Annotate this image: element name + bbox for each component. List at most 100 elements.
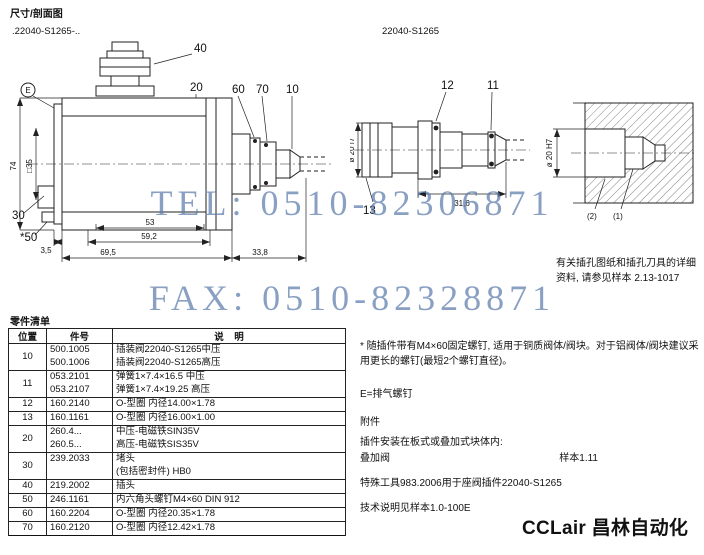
cartridge-body-outline (361, 120, 526, 180)
part-position: 12 (8, 397, 47, 412)
part-position: 40 (8, 479, 47, 494)
face-lines (573, 102, 585, 204)
part-description: O-型圈 内径12.42×1.78 (112, 521, 346, 536)
cartridge-drawing: 12 11 13 ø 20 f7 31,6 (350, 80, 530, 217)
dimension-lines (553, 128, 585, 178)
callout-20: 20 (190, 82, 203, 94)
cavity-drawing: ø 20 H7 (2) (1) (545, 102, 695, 221)
parts-row: 260.5...高压-电磁铁SIS35V (9, 439, 346, 453)
left-drawing-code: .22040-S1265-.. (12, 26, 81, 37)
o-ring-sections (433, 125, 494, 175)
part-description: 插头 (112, 479, 346, 494)
part-number: 246.1161 (46, 493, 113, 508)
callout-40: 40 (194, 43, 207, 55)
callout-12: 12 (441, 80, 454, 92)
cavity-reference-note: 有关插孔图纸和插孔刀具的详细资料, 请参见样本 2.13-1017 (556, 258, 696, 284)
ref-2: (2) (587, 212, 597, 221)
part-description: 高压-电磁铁SIS35V (112, 439, 346, 453)
col-position: 位置 (8, 328, 47, 344)
leader-lines (365, 91, 493, 203)
dimension-lines (355, 122, 507, 198)
callout-60: 60 (232, 84, 245, 96)
dim-3-5: 3,5 (40, 246, 52, 255)
part-description: O-型圈 内径20.35×1.78 (112, 507, 346, 522)
callout-11: 11 (487, 80, 499, 92)
col-part-number: 件号 (46, 328, 113, 344)
special-tool-note: 特殊工具983.2006用于座阀插件22040-S1265 (360, 478, 562, 489)
part-number: 500.1005 (46, 343, 113, 357)
callout-70: 70 (256, 84, 269, 96)
parts-row: (包括密封件) HB0 (9, 466, 346, 480)
part-description: 插装阀22040-S1265中压 (112, 343, 346, 357)
part-number: 053.2101 (46, 370, 113, 384)
connector-plug-outline (95, 41, 155, 97)
attachment-item: 叠加阀 (360, 453, 390, 464)
part-description: 中压-电磁铁SIN35V (112, 425, 346, 439)
technical-note: 技术说明见样本1.0-100E (360, 503, 471, 514)
part-number: 239.2033 (46, 452, 113, 466)
vent-screw-note: E=排气螺钉 (360, 389, 413, 400)
o-ring-sections (253, 139, 268, 189)
leader-lines (594, 168, 634, 210)
part-number (46, 466, 113, 480)
vent-label: E (25, 86, 30, 95)
part-description: 弹簧1×7.4×19.25 高压 (112, 384, 346, 398)
part-number: 160.2120 (46, 521, 113, 536)
dim-59-2: 59,2 (141, 232, 157, 241)
assembly-section-drawing: E 40 20 60 70 10 30 *50 (9, 41, 334, 262)
dim-dia-20: ø 20 f7 (350, 137, 356, 162)
part-position: 10 (8, 343, 47, 371)
part-number: 260.4... (46, 425, 113, 439)
col-description: 说 明 (112, 328, 346, 344)
part-number: 219.2002 (46, 479, 113, 494)
dim-53: 53 (146, 218, 155, 227)
part-number: 053.2107 (46, 384, 113, 398)
attachment-row: 叠加阀 样本1.11 (360, 451, 598, 466)
part-description: 插装阀22040-S1265高压 (112, 357, 346, 371)
dim-35: □35 (25, 159, 34, 173)
vent-screw-symbol (20, 82, 36, 98)
part-description: O-型圈 内径14.00×1.78 (112, 397, 346, 412)
dim-33-8: 33,8 (252, 248, 268, 257)
part-position: 20 (8, 425, 47, 453)
dim-74: 74 (9, 161, 18, 170)
part-description: 内六角头螺钉M4×60 DIN 912 (112, 493, 346, 508)
callout-10: 10 (286, 84, 299, 96)
part-number: 160.2140 (46, 397, 113, 412)
part-position: 13 (8, 411, 47, 426)
attachment-ref: 样本1.11 (559, 453, 598, 464)
part-description: (包括密封件) HB0 (112, 466, 346, 480)
part-position: 50 (8, 493, 47, 508)
fixing-screw-note: * 随插件带有M4×60固定螺钉, 适用于铜质阀体/阀块。对于铝阀体/阀块建议采… (360, 341, 699, 367)
callout-13: 13 (363, 205, 376, 217)
parts-header-row: 位置 件号 说 明 (8, 328, 346, 344)
attachments-title: 附件 (360, 417, 380, 428)
dim-dia-20-h7: ø 20 H7 (545, 138, 554, 167)
dim-69-5: 69,5 (100, 248, 116, 257)
plug-and-screw-outline (37, 185, 55, 223)
part-number: 260.5... (46, 439, 113, 453)
section-title: 尺寸/剖面图 (10, 9, 63, 20)
part-description: 弹簧1×7.4×16.5 中压 (112, 370, 346, 384)
dimension-lines (17, 97, 307, 262)
leader-lines (23, 53, 293, 236)
part-description: 堵头 (112, 452, 346, 466)
part-position: 70 (8, 521, 47, 536)
cartridge-outline (231, 133, 326, 195)
cartridge-drawing-code: 22040-S1265 (382, 26, 440, 37)
callout-50: *50 (20, 232, 37, 244)
brand-logo-text: CCLair 昌林自动化 (522, 518, 689, 539)
part-position: 11 (8, 370, 47, 398)
